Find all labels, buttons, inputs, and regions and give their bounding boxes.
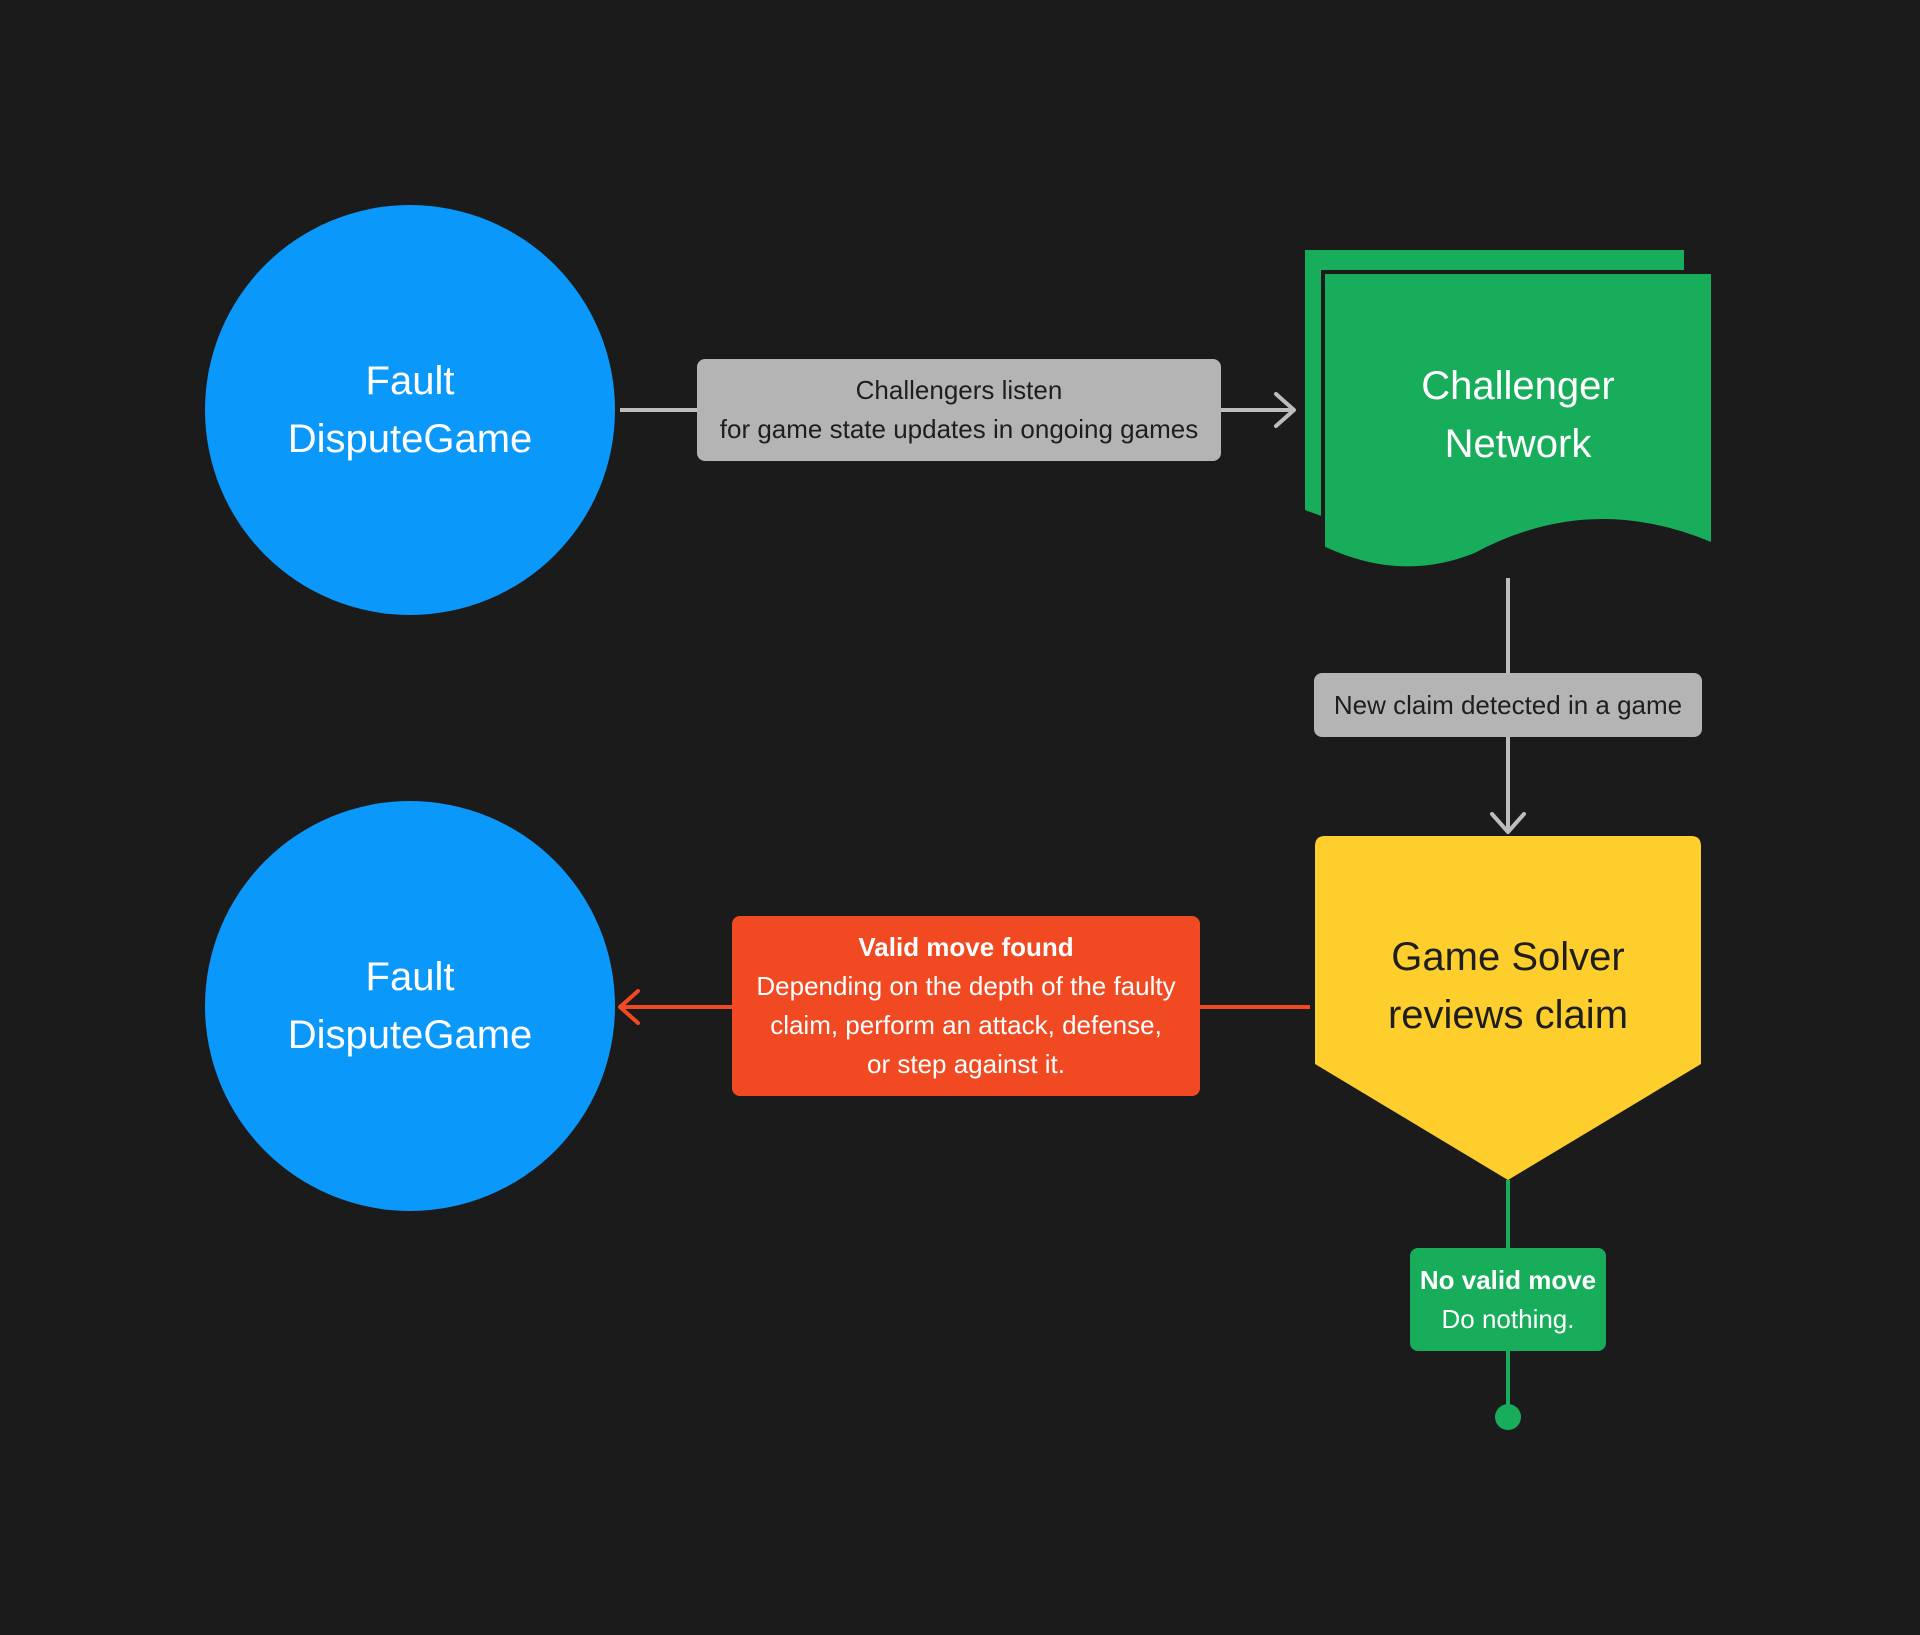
fault-dispute-game-top[interactable]: Fault DisputeGame: [205, 205, 615, 615]
game-solver-label[interactable]: Game Solver reviews claim: [1387, 935, 1629, 1037]
edge-new-claim-arrowhead: [1490, 812, 1526, 834]
edge-label-new-claim: New claim detected in a game: [1314, 673, 1702, 737]
fault-dispute-game-bottom-label: Fault DisputeGame: [287, 955, 533, 1057]
edge-label-valid-move: Valid move found Depending on the depth …: [732, 916, 1200, 1096]
challenger-network-shape: [1305, 250, 1715, 571]
fault-dispute-game-top-label: Fault DisputeGame: [287, 359, 533, 461]
fault-dispute-game-bottom[interactable]: Fault DisputeGame: [205, 801, 615, 1211]
challenger-network-label[interactable]: Challenger Network: [1421, 364, 1615, 466]
end-terminal-dot: [1495, 1404, 1521, 1430]
edge-label-listen: Challengers listen for game state update…: [697, 359, 1221, 461]
edge-label-no-valid-move: No valid move Do nothing.: [1410, 1248, 1606, 1351]
edge-listen-arrowhead: [1274, 392, 1296, 428]
edge-valid-move-arrowhead: [618, 989, 640, 1025]
game-solver-shape: [1315, 836, 1701, 1180]
